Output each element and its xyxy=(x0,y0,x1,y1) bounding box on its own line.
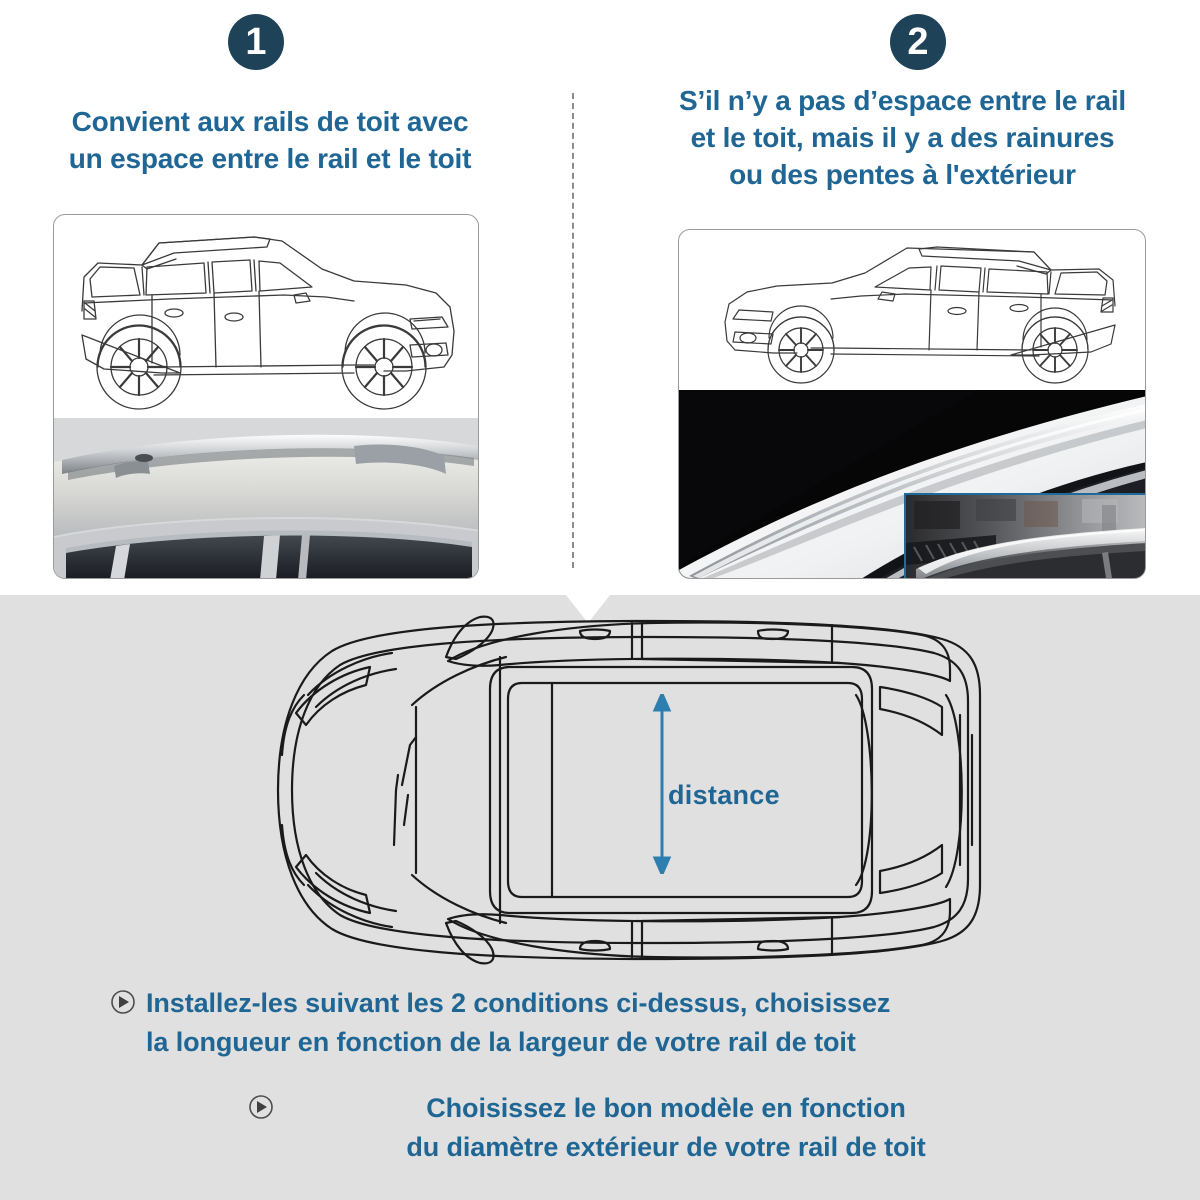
bullet-2-line-2: du diamètre extérieur de votre rail de t… xyxy=(406,1132,926,1163)
suv-side-view-outline-icon xyxy=(54,215,478,418)
step-2-heading-line-1: S’il n’y a pas d’espace entre le rail xyxy=(678,85,1127,116)
chevron-circle-icon xyxy=(110,989,136,1015)
distance-label: distance xyxy=(668,780,780,810)
step-badge-2: 2 xyxy=(890,14,946,70)
instruction-bullet-2-text: Choisissez le bon modèle en fonction du … xyxy=(284,1089,1048,1167)
step-1-illustration-panel xyxy=(53,214,479,579)
top-section: 1 Convient aux rails de toit avec un esp… xyxy=(0,0,1200,595)
instruction-bullet-2: Choisissez le bon modèle en fonction du … xyxy=(248,1089,1048,1167)
car-top-down-outline-icon xyxy=(180,595,1020,985)
roof-rail-closeup-inset xyxy=(904,493,1145,578)
vertical-dashed-divider xyxy=(572,93,574,568)
instruction-bullet-1-text: Installez-les suivant les 2 conditions c… xyxy=(146,984,890,1062)
roof-rail-with-gap-photo xyxy=(54,418,478,578)
step-2-heading-line-2: et le toit, mais il y a des rainures xyxy=(690,122,1115,154)
step-badge-1: 1 xyxy=(228,14,284,70)
bullet-2-line-1: Choisissez le bon modèle en fonction xyxy=(426,1093,906,1123)
step-1-heading-line-2: un espace entre le rail et le toit xyxy=(68,143,472,175)
step-2-heading: S’il n’y a pas d’espace entre le rail et… xyxy=(625,82,1180,194)
instruction-bullet-1: Installez-les suivant les 2 conditions c… xyxy=(110,984,1110,1062)
step-1-heading-line-1: Convient aux rails de toit avec xyxy=(71,106,469,137)
bullet-1-line-2: la longueur en fonction de la largeur de… xyxy=(146,1027,856,1058)
step-1-heading: Convient aux rails de toit avec un espac… xyxy=(10,103,530,177)
suv-side-view-outline-mirrored-icon xyxy=(679,230,1145,390)
bullet-1-line-1: Installez-les suivant les 2 conditions c… xyxy=(146,988,891,1018)
section-pointer-notch xyxy=(566,595,610,623)
chevron-circle-icon xyxy=(248,1094,274,1120)
distance-double-arrow-icon xyxy=(652,694,672,874)
step-2-illustration-panel xyxy=(678,229,1146,579)
step-2-heading-line-3: ou des pentes à l'extérieur xyxy=(729,159,1076,191)
